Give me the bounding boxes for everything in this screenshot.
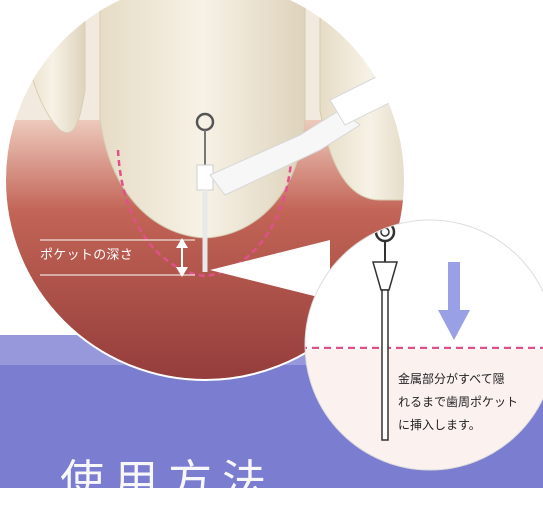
instruction-line: れるまで歯周ポケット [398,391,543,414]
instruction-line: 金属部分がすべて隠 [398,368,543,391]
instruction-line: に挿入します。 [398,414,543,437]
probe-tip [382,290,388,440]
instruction-text: 金属部分がすべて隠 れるまで歯周ポケット に挿入します。 [398,368,543,437]
pocket-depth-label: ポケットの深さ [40,244,160,263]
section-title: 使用方法 [60,445,276,509]
insert-direction-arrow [448,262,460,314]
